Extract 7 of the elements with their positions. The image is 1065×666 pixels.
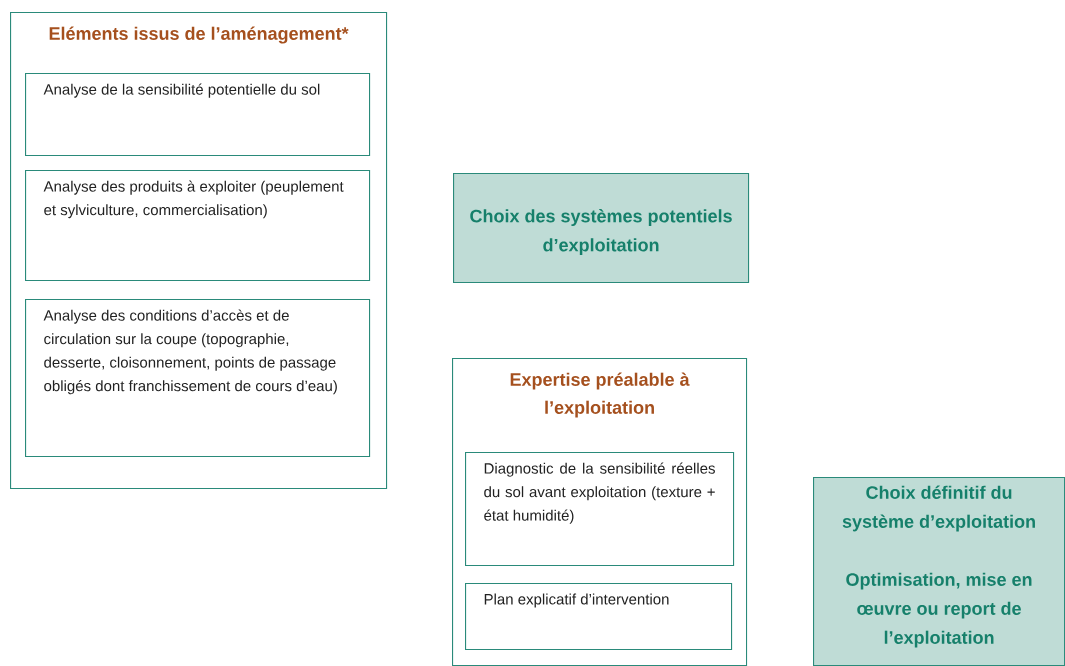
text-box: Plan explicatif d’intervention: [465, 583, 733, 651]
text-box: Analyse de la sensibilité potentielle du sol: [25, 73, 371, 157]
text-box: Diagnostic de la sensibilité réelles du sol avant exploitation (texture + état humidité): [465, 452, 735, 567]
highlight-box: Choix des systèmes potentiels d’exploitation: [453, 173, 750, 284]
highlight-box: Choix définitif du système d’exploitation Optimisation, mise en œuvre ou report de l’exploitation: [813, 477, 1065, 666]
text-box: Analyse des conditions d’accès et de circulation sur la coupe (topographie, desserte, cloisonnement, points de passage obligés dont franchissement de cours d’eau): [25, 299, 371, 458]
text-box: Analyse des produits à exploiter (peuplement et sylviculture, commercialisation): [25, 170, 371, 282]
